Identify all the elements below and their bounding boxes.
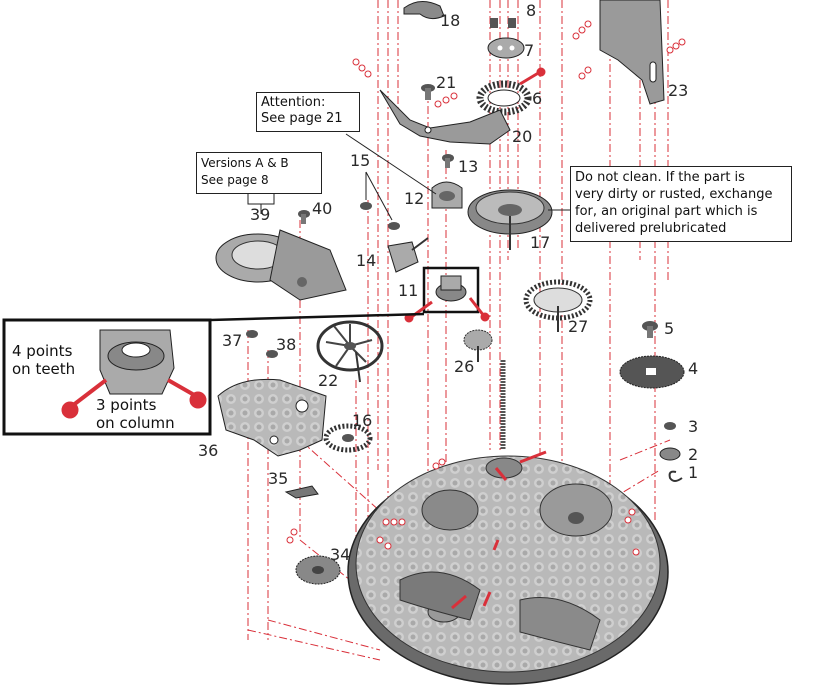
inset-column-line-1: 3 points	[96, 396, 157, 414]
part-number-35: 35	[268, 469, 288, 488]
column-wheel-inset: 4 points on teeth 3 points on column	[2, 312, 425, 436]
part-26-pinion	[463, 329, 493, 362]
versions-line-1: Versions A & B	[201, 156, 289, 170]
part-number-26: 26	[454, 357, 474, 376]
lubrication-markers	[404, 67, 547, 610]
versions-line-2: See page 8	[201, 173, 269, 187]
part-number-34: 34	[330, 545, 350, 564]
part-number-16: 16	[352, 411, 372, 430]
do-not-clean-line-1: Do not clean. If the part is	[575, 170, 745, 185]
oiler-circles	[286, 20, 686, 556]
part-number-4: 4	[688, 359, 698, 378]
do-not-clean-line-3: for, an original part which is	[575, 204, 758, 219]
part-number-3: 3	[688, 417, 698, 436]
part-12-bearing	[431, 181, 463, 209]
part-number-23: 23	[668, 81, 688, 100]
part-35-spring	[284, 485, 319, 499]
part-number-22: 22	[318, 371, 338, 390]
versions-callout: Versions A & B See page 8	[196, 152, 322, 194]
part-number-11: 11	[398, 281, 418, 300]
part-16-wheel	[323, 423, 373, 453]
part-34-wheel	[295, 555, 341, 585]
part-37-38-screws	[246, 330, 278, 358]
part-22-wheel	[316, 320, 384, 383]
part-23-plate	[599, 0, 665, 105]
part-number-37: 37	[222, 331, 242, 350]
part-number-27: 27	[568, 317, 588, 336]
part-number-6: 6	[532, 89, 542, 108]
part-number-36: 36	[198, 441, 218, 460]
inset-teeth-line-1: 4 points	[12, 342, 73, 360]
inset-column-line-2: on column	[96, 414, 175, 432]
part-number-15: 15	[350, 151, 370, 170]
part-number-39: 39	[250, 205, 270, 224]
part-numbers: 1 2 3 4 5 6 7 8 11 12 13 14 15 16 17 18 …	[198, 1, 698, 564]
part-number-8: 8	[526, 1, 536, 20]
part-number-5: 5	[664, 319, 674, 338]
do-not-clean-callout: Do not clean. If the part is very dirty …	[570, 166, 792, 242]
part-18-bridge	[403, 1, 445, 20]
part-39-balance-bridge	[215, 229, 347, 301]
part-number-12: 12	[404, 189, 424, 208]
part-number-18: 18	[440, 11, 460, 30]
part-8-screws	[490, 18, 516, 28]
main-plate	[347, 455, 669, 685]
part-1-clip	[668, 470, 683, 482]
part-27-wheel	[523, 279, 593, 332]
part-2-nut	[659, 447, 681, 461]
attention-line-1: Attention:	[261, 95, 326, 110]
part-21-screw	[421, 84, 435, 100]
part-number-13: 13	[458, 157, 478, 176]
attention-line-2: See page 21	[261, 111, 343, 126]
do-not-clean-line-4: delivered prelubricated	[575, 221, 727, 236]
part-3-screw	[664, 422, 676, 430]
part-number-21: 21	[436, 73, 456, 92]
callout-leaders	[247, 133, 572, 221]
part-4-wheel	[619, 355, 685, 389]
part-number-1: 1	[688, 463, 698, 482]
part-13-screw	[442, 154, 454, 168]
part-11-column-wheel	[422, 266, 480, 314]
part-number-20: 20	[512, 127, 532, 146]
part-number-40: 40	[312, 199, 332, 218]
part-15-screws	[360, 202, 400, 230]
attention-callout: Attention: See page 21	[256, 92, 360, 132]
part-14-spring	[387, 237, 429, 273]
do-not-clean-line-2: very dirty or rusted, exchange	[575, 187, 773, 202]
inset-teeth-line-2: on teeth	[12, 360, 75, 378]
part-number-7: 7	[524, 41, 534, 60]
part-5-screw	[642, 321, 658, 338]
part-40-screw	[298, 210, 310, 224]
part-number-17: 17	[530, 233, 550, 252]
part-number-2: 2	[688, 445, 698, 464]
part-7-cover	[487, 37, 525, 59]
part-number-38: 38	[276, 335, 296, 354]
part-20-lever	[379, 89, 511, 145]
part-17-wheel	[467, 189, 553, 250]
part-36-bridge	[217, 378, 327, 457]
part-number-14: 14	[356, 251, 376, 270]
part-6-ring-gear	[476, 80, 532, 116]
